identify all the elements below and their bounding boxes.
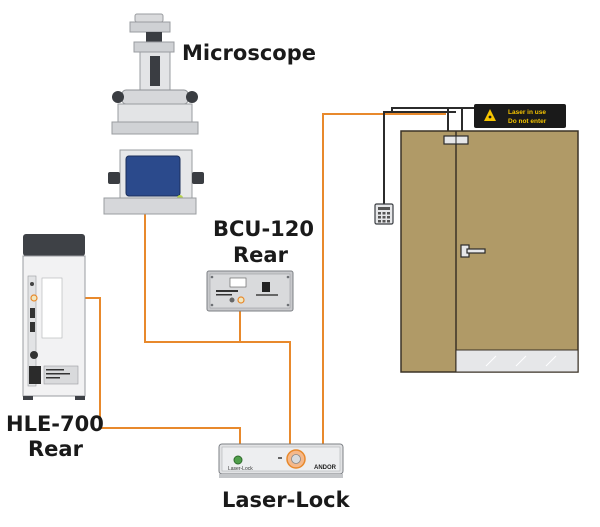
laser-lock-device: Laser-Lock ANDOR	[218, 443, 344, 478]
door	[400, 130, 579, 373]
hle-700-rear	[22, 234, 86, 400]
wire-sign	[391, 107, 474, 112]
hle-700-label-line1: HLE-700	[6, 412, 104, 436]
cable-door	[322, 113, 446, 444]
bcu-120-label-line2: Rear	[233, 243, 289, 267]
bcu-120-rear	[206, 270, 294, 312]
sign-line1: Laser in use	[508, 109, 546, 116]
laser-hazard-icon	[484, 109, 496, 121]
microscope-label: Microscope	[182, 41, 316, 65]
laser-warning-sign: Laser in use Do not enter	[474, 104, 566, 128]
microscope	[103, 13, 204, 215]
cable-microscope	[144, 212, 291, 444]
sign-line2: Do not enter	[508, 118, 547, 125]
hle-700-label-line2: Rear	[28, 437, 84, 461]
andor-brand: ANDOR	[314, 465, 337, 471]
bcu-120-label-line1: BCU-120	[213, 217, 314, 241]
keypad	[374, 203, 394, 225]
laser-lock-front-label: Laser-Lock	[228, 466, 253, 472]
wire-keypad	[383, 111, 456, 204]
laser-lock-label: Laser-Lock	[222, 488, 351, 512]
